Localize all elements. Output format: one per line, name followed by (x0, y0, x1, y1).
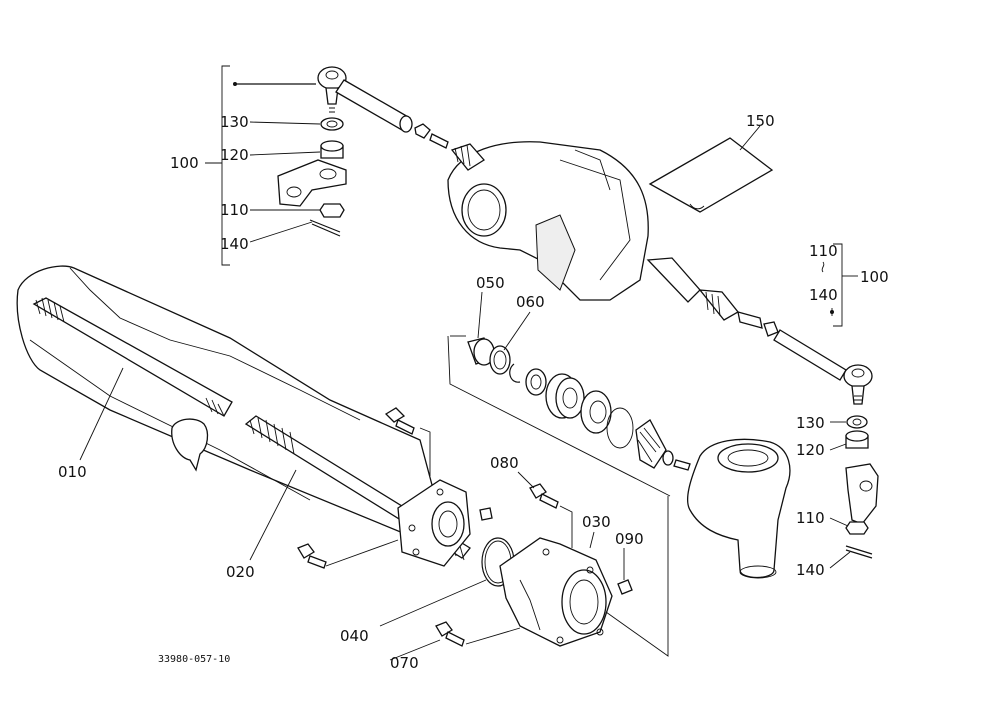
label-110-left: 110 (220, 201, 249, 219)
label-140-right-group: 140 (809, 286, 838, 304)
tie-rod-group-left (205, 65, 449, 266)
decal-150 (648, 125, 774, 213)
label-030: 030 (582, 513, 611, 531)
case-030 (499, 537, 633, 647)
label-040: 040 (340, 627, 369, 645)
shaft-010 (32, 297, 233, 461)
label-110-right-group: 110 (809, 242, 838, 260)
drawing-number: 33980-057-10 (158, 654, 230, 665)
label-120-right: 120 (796, 441, 825, 459)
label-130-left: 130 (220, 113, 249, 131)
bearing-stack (447, 335, 691, 497)
label-140-right: 140 (796, 561, 825, 579)
steering-knuckle (686, 438, 791, 579)
label-090: 090 (615, 530, 644, 548)
label-080: 080 (490, 454, 519, 472)
axle-housing-center (447, 141, 779, 337)
flange-housing (397, 479, 493, 567)
label-110-right: 110 (796, 509, 825, 527)
label-010: 010 (58, 463, 87, 481)
label-100-right: 100 (860, 268, 889, 286)
label-070: 070 (390, 654, 419, 672)
bolts (297, 407, 573, 647)
part-labels: 100 130 120 110 140 150 110 140 100 050 … (58, 112, 889, 672)
label-050: 050 (476, 274, 505, 292)
label-130-right: 130 (796, 414, 825, 432)
leader-lines (249, 121, 851, 661)
label-120-left: 120 (220, 146, 249, 164)
label-140-left: 140 (220, 235, 249, 253)
label-150: 150 (746, 112, 775, 130)
label-100-left: 100 (170, 154, 199, 172)
tie-rod-group-right (773, 243, 879, 559)
label-060: 060 (516, 293, 545, 311)
label-020: 020 (226, 563, 255, 581)
